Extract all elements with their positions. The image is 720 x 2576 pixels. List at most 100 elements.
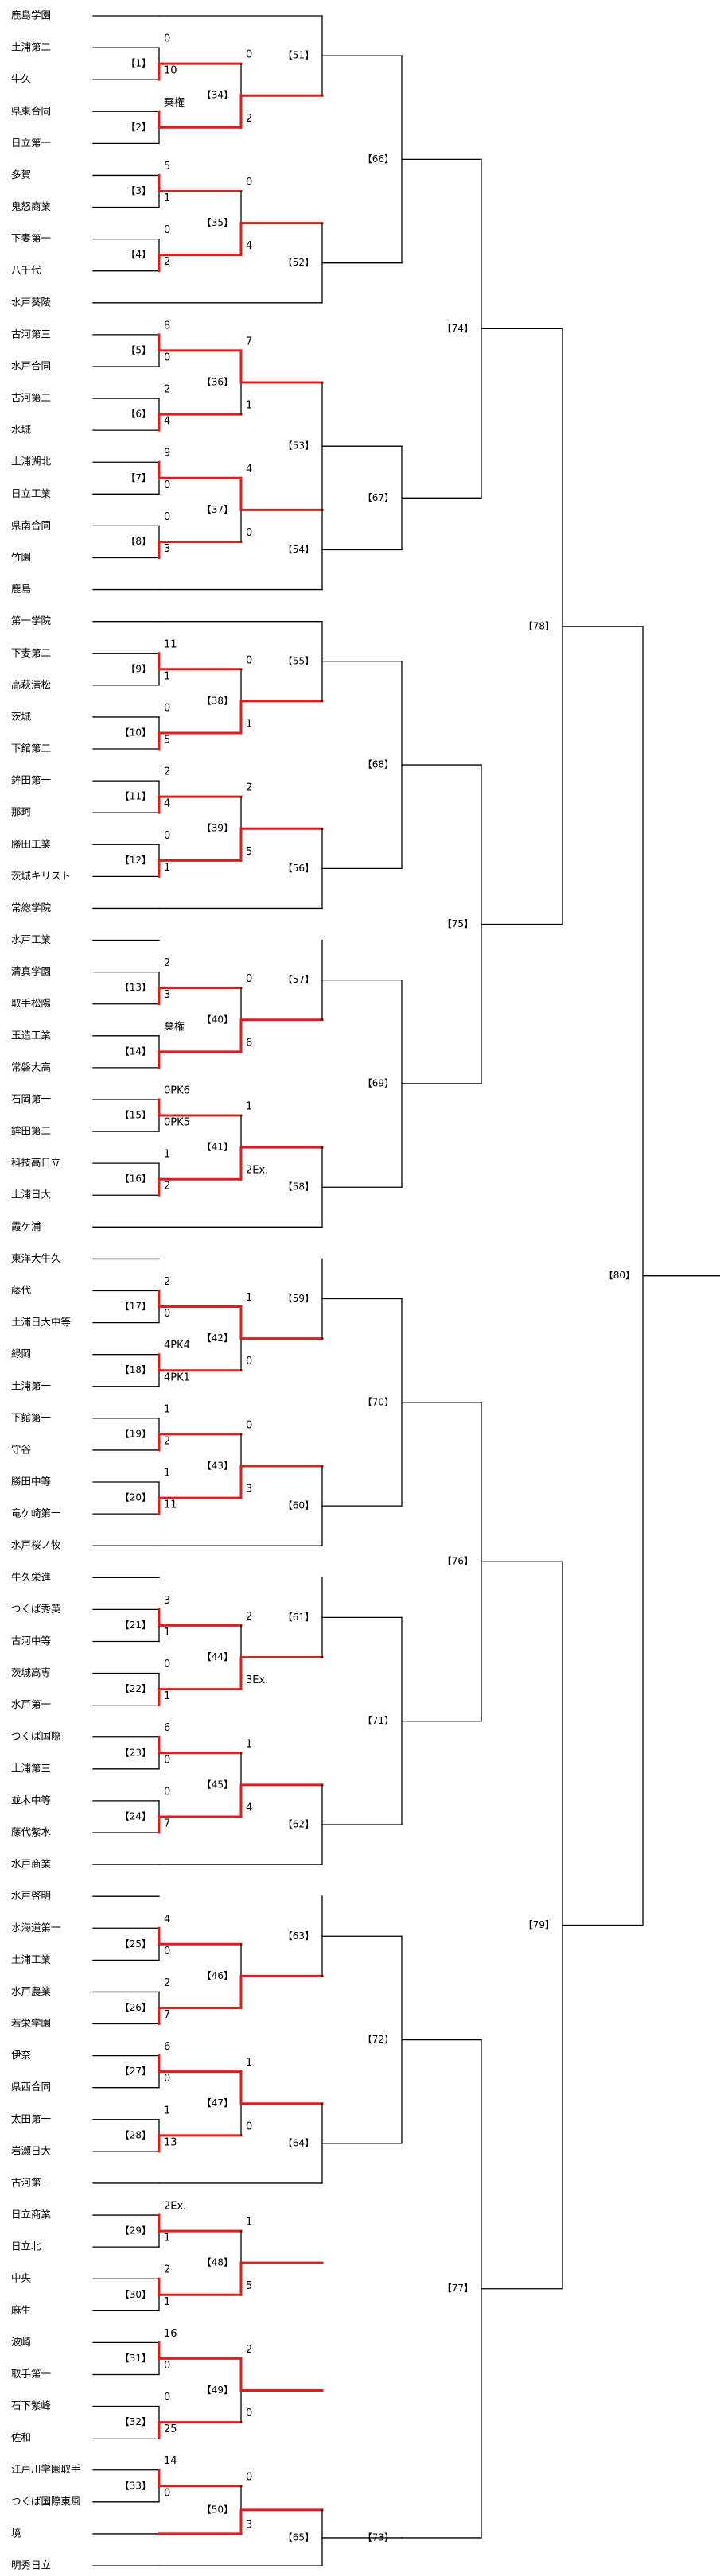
team-name: 竹園 xyxy=(11,551,31,563)
match-score: 2Ex. xyxy=(164,2201,186,2213)
match-label: 【23】 xyxy=(120,1747,151,1758)
team-name: 古河第二 xyxy=(11,392,51,404)
match-score: 5 xyxy=(164,161,170,173)
team-name: 緑岡 xyxy=(11,1348,31,1360)
match-label: 【22】 xyxy=(120,1683,151,1694)
match-score: 0 xyxy=(246,973,252,985)
match-label: 【49】 xyxy=(202,2384,233,2396)
match-score: 5 xyxy=(246,846,252,858)
match-label: 【54】 xyxy=(283,544,314,555)
match-score: 0 xyxy=(164,2360,170,2372)
match-label: 【68】 xyxy=(363,759,394,770)
match-score: 2 xyxy=(164,256,170,268)
match-score: 1 xyxy=(164,1149,170,1161)
match-label: 【76】 xyxy=(442,1556,473,1567)
team-name: 水戸葵陵 xyxy=(11,296,52,308)
team-name: 鉾田第一 xyxy=(11,774,51,786)
team-name: 牛久 xyxy=(11,73,32,85)
match-score: 1 xyxy=(246,1738,252,1750)
match-label: 【41】 xyxy=(202,1142,233,1153)
team-name: 水戸桜ノ牧 xyxy=(11,1539,61,1551)
match-score: 0 xyxy=(164,1754,170,1766)
match-score: 7 xyxy=(246,336,252,347)
team-name: 日立北 xyxy=(11,2240,41,2252)
team-name: 日立第一 xyxy=(11,137,51,149)
match-score: 2 xyxy=(164,1181,170,1193)
team-name: 水海道第一 xyxy=(11,1922,61,1934)
match-label: 【59】 xyxy=(283,1293,314,1304)
team-name: 那珂 xyxy=(11,806,31,818)
team-name: 土浦日大中等 xyxy=(11,1316,71,1328)
match-label: 【30】 xyxy=(120,2289,151,2300)
team-name: 土浦工業 xyxy=(11,1953,52,1965)
team-name: 下館第二 xyxy=(11,743,51,755)
team-name: 古河中等 xyxy=(11,1635,51,1647)
match-label: 【42】 xyxy=(202,1333,233,1344)
match-label: 【25】 xyxy=(120,1938,151,1949)
match-score: 0 xyxy=(164,1658,170,1670)
match-score: 1 xyxy=(164,2105,170,2116)
match-score: 棄権 xyxy=(164,1020,185,1033)
team-name: 石下紫峰 xyxy=(11,2399,52,2411)
match-label: 【21】 xyxy=(120,1620,151,1631)
team-name: 土浦第一 xyxy=(11,1379,51,1391)
team-name: 牛久栄進 xyxy=(11,1571,52,1583)
match-score: 2 xyxy=(246,2344,252,2356)
match-score: 4PK1 xyxy=(164,1371,190,1383)
match-score: 0 xyxy=(164,830,170,842)
team-name: 江戸川学園取手 xyxy=(11,2463,81,2475)
team-name: 日立工業 xyxy=(11,487,52,499)
team-name: 古河第三 xyxy=(11,328,51,339)
match-label: 【80】 xyxy=(604,1270,635,1281)
match-score: 4 xyxy=(246,1802,252,1814)
match-score: 0 xyxy=(246,2120,252,2132)
match-score: 2 xyxy=(164,2264,170,2276)
match-label: 【43】 xyxy=(202,1460,233,1471)
team-name: 土浦日大 xyxy=(11,1189,51,1201)
match-score: 11 xyxy=(164,1499,177,1511)
match-score: 1 xyxy=(164,2233,170,2244)
match-score: 16 xyxy=(164,2328,177,2340)
team-name: 藤代 xyxy=(11,1284,32,1296)
match-score: 0 xyxy=(164,702,170,714)
match-label: 【7】 xyxy=(126,472,151,483)
team-name: 県西合同 xyxy=(11,2081,51,2093)
match-label: 【61】 xyxy=(283,1612,314,1623)
match-score: 0 xyxy=(164,479,170,491)
match-score: 9 xyxy=(164,448,170,460)
match-label: 【75】 xyxy=(442,918,473,929)
match-label: 【13】 xyxy=(120,982,151,993)
match-score: 1 xyxy=(246,718,252,730)
team-name: 明秀日立 xyxy=(11,2559,51,2571)
match-label: 【26】 xyxy=(120,2002,151,2013)
team-name: 藤代紫水 xyxy=(11,1825,52,1837)
match-score: 3 xyxy=(164,543,170,555)
team-name: 土浦湖北 xyxy=(11,456,52,467)
team-name: 古河第一 xyxy=(11,2176,51,2188)
match-score: 4 xyxy=(164,416,170,428)
match-label: 【69】 xyxy=(363,1077,394,1088)
team-name: 勝田中等 xyxy=(11,1476,51,1488)
team-name: 波崎 xyxy=(11,2336,32,2348)
match-label: 【72】 xyxy=(363,2034,394,2045)
match-label: 【29】 xyxy=(120,2225,151,2237)
match-score: 0 xyxy=(246,2407,252,2419)
match-label: 【11】 xyxy=(120,791,151,802)
match-label: 【66】 xyxy=(363,153,394,165)
match-score: 1 xyxy=(246,400,252,412)
match-score: 13 xyxy=(164,2136,177,2148)
team-name: つくば国際東風 xyxy=(11,2495,81,2507)
team-name: 水戸第一 xyxy=(11,1698,51,1710)
team-name: 清真学園 xyxy=(11,965,51,977)
match-label: 【39】 xyxy=(202,823,233,834)
match-label: 【17】 xyxy=(120,1301,151,1312)
match-label: 【67】 xyxy=(363,492,394,503)
match-label: 【52】 xyxy=(283,257,314,268)
match-label: 【34】 xyxy=(202,90,233,101)
match-score: 6 xyxy=(164,1722,170,1734)
match-label: 【20】 xyxy=(120,1492,151,1503)
match-score: 1 xyxy=(246,1292,252,1304)
match-score: 1 xyxy=(164,1403,170,1415)
team-name: 太田第一 xyxy=(11,2112,51,2124)
